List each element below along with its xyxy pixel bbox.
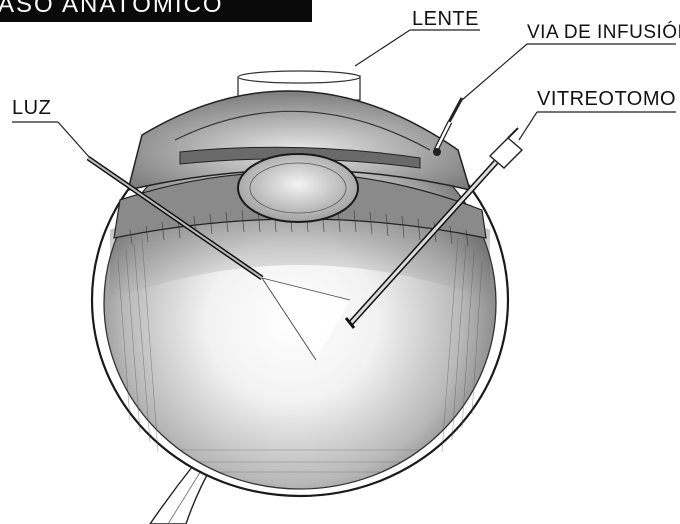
leader-light (58, 122, 90, 158)
leader-vitrectome (519, 112, 537, 140)
leader-lens (355, 30, 410, 66)
leader-infusion (462, 44, 527, 100)
anterior-segment (114, 91, 486, 246)
